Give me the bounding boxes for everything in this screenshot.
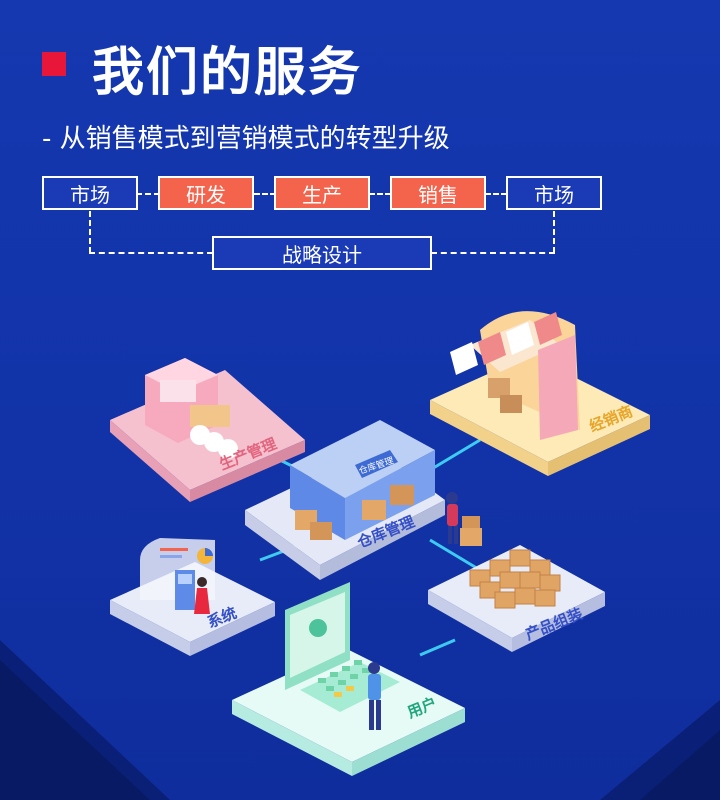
page-subtitle: - 从销售模式到营销模式的转型升级	[42, 124, 450, 154]
flow-connector	[254, 193, 276, 195]
flow-step-market-end: 市场	[506, 176, 602, 210]
flow-step-rnd: 研发	[158, 176, 254, 210]
warehouse-platform: 仓库管理 仓库管理	[245, 420, 445, 580]
page-title: 我们的服务	[92, 43, 363, 103]
flow-connector	[369, 193, 391, 195]
flow-connector	[431, 252, 555, 254]
flow-step-market-start: 市场	[42, 176, 138, 210]
flow-connector	[553, 211, 555, 253]
dealer-platform: 经销商	[430, 311, 650, 476]
flow-step-production: 生产	[274, 176, 370, 210]
worker-figure	[446, 492, 482, 546]
assembly-platform: 产品组装	[428, 545, 605, 652]
production-platform: 生产管理	[110, 358, 305, 502]
flow-connector	[485, 193, 507, 195]
system-platform: 系统	[110, 538, 275, 656]
flow-step-sales: 销售	[390, 176, 486, 210]
flow-connector	[136, 193, 160, 195]
user-platform: 用户	[232, 582, 465, 776]
flow-connector	[89, 211, 91, 253]
title-accent-mark	[42, 52, 66, 76]
flow-connector	[89, 252, 213, 254]
flow-strategy-design: 战略设计	[212, 236, 432, 270]
